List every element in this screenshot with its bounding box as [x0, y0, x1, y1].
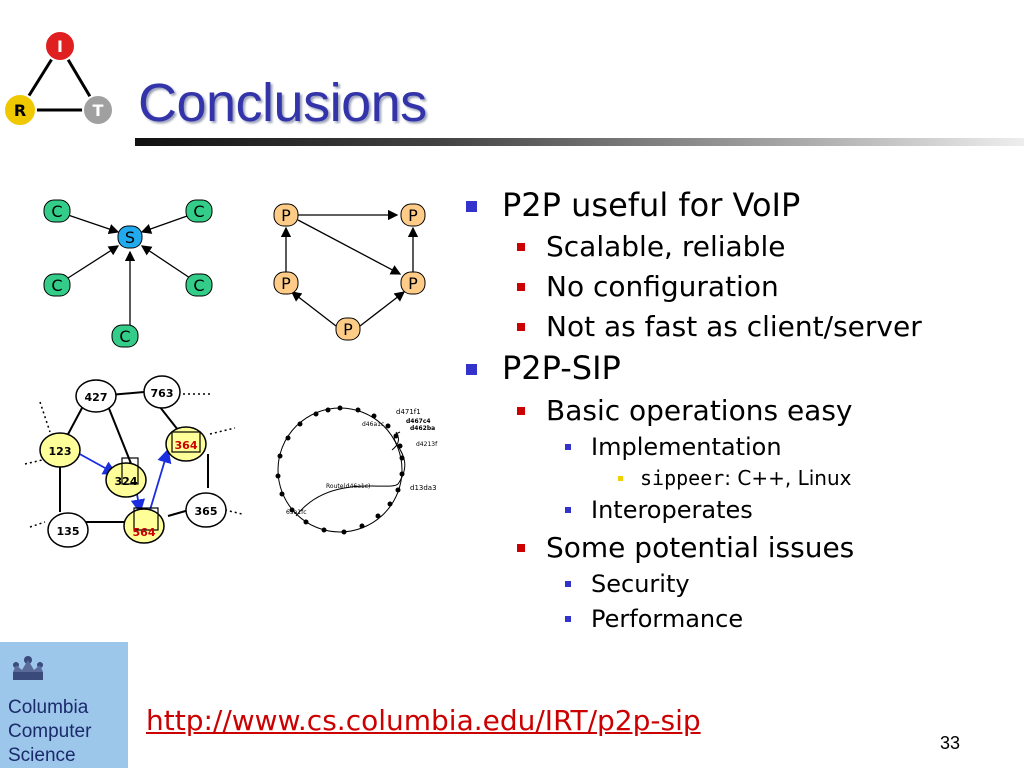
bullet-item: Some potential issues — [462, 531, 1022, 565]
bullet-item: Implementation — [462, 433, 1022, 462]
p2p-diagram: P P P P P — [273, 203, 426, 341]
bullet-item: sippeer: C++, Linux — [462, 466, 1022, 490]
bullet-item: Security — [462, 570, 1022, 599]
client-node: C — [51, 202, 62, 221]
bullet-marker — [618, 475, 623, 481]
client-server-diagram: S C C C C C — [43, 199, 213, 348]
bullet-marker — [517, 406, 525, 415]
dht-node: 564 — [133, 526, 156, 539]
page-number: 33 — [940, 733, 961, 753]
irt-logo: I R T — [3, 30, 114, 127]
bullet-marker — [565, 444, 571, 451]
sippeer-code: sippeer — [640, 465, 725, 490]
bullet-item: P2P useful for VoIP — [462, 186, 1022, 224]
client-node: C — [119, 327, 130, 346]
logo-line: Computer — [8, 721, 92, 742]
client-node: C — [51, 276, 62, 295]
bullet-marker — [466, 364, 477, 376]
peer-node: P — [408, 206, 418, 225]
bullet-marker — [565, 506, 571, 513]
bullet-item: P2P-SIP — [462, 349, 1022, 387]
ring-label: d467c4 — [406, 418, 431, 425]
ring-label: d13da3 — [410, 484, 437, 492]
ring-label: d4213f — [416, 441, 438, 448]
bullet-marker — [517, 543, 525, 552]
bullet-item: Interoperates — [462, 496, 1022, 525]
bullet-marker — [517, 282, 525, 291]
bullet-marker — [565, 616, 571, 623]
irt-logo-t: T — [93, 101, 104, 120]
peer-node: P — [343, 320, 353, 339]
ring-label: d471f1 — [396, 408, 421, 416]
dht-node: 123 — [49, 445, 72, 458]
peer-node: P — [281, 206, 291, 225]
peer-node: P — [408, 274, 418, 293]
ring-route-label: Route(d46a1c) — [326, 483, 370, 490]
title-underline — [135, 138, 1024, 146]
server-node: S — [125, 228, 135, 247]
peer-node: P — [281, 274, 291, 293]
client-node: C — [193, 202, 204, 221]
ring-label: 65a1fc — [286, 509, 307, 516]
chord-ring-diagram: d471f1 d46a1c d467c4 d462ba d4213f d13da… — [275, 405, 438, 535]
p2p-sip-link[interactable]: http://www.cs.columbia.edu/IRT/p2p-sip — [146, 704, 701, 737]
dht-node: 324 — [115, 475, 138, 488]
dht-node: 365 — [195, 505, 218, 518]
bullet-marker — [466, 201, 477, 212]
bullet-marker — [517, 322, 525, 331]
bullet-marker — [565, 581, 571, 588]
crown-icon — [13, 656, 43, 680]
bullet-item: Basic operations easy — [462, 394, 1022, 428]
ring-label: d462ba — [410, 425, 435, 432]
dht-node-target: 364 — [175, 439, 198, 452]
columbia-logo: Columbia Computer Science — [0, 642, 128, 768]
ring-label: d46a1c — [362, 421, 384, 428]
dht-node: 427 — [85, 391, 108, 404]
irt-logo-r: R — [14, 101, 26, 120]
dht-diagram: 427 763 123 364 324 365 135 564 — [24, 375, 243, 548]
bullet-item: No configuration — [462, 270, 1022, 304]
irt-logo-i: I — [57, 37, 63, 56]
logo-line: Science — [8, 745, 76, 766]
dht-node: 135 — [57, 525, 80, 538]
logo-line: Columbia — [8, 697, 89, 718]
dht-node: 763 — [151, 387, 174, 400]
client-node: C — [193, 276, 204, 295]
bullet-item: Performance — [462, 605, 1022, 634]
bullet-item: Not as fast as client/server — [462, 310, 1022, 344]
bullet-marker — [517, 243, 525, 252]
page-title: Conclusions — [138, 73, 427, 133]
bullet-list: P2P useful for VoIP Scalable, reliable N… — [462, 180, 1022, 634]
bullet-item: Scalable, reliable — [462, 230, 1022, 264]
